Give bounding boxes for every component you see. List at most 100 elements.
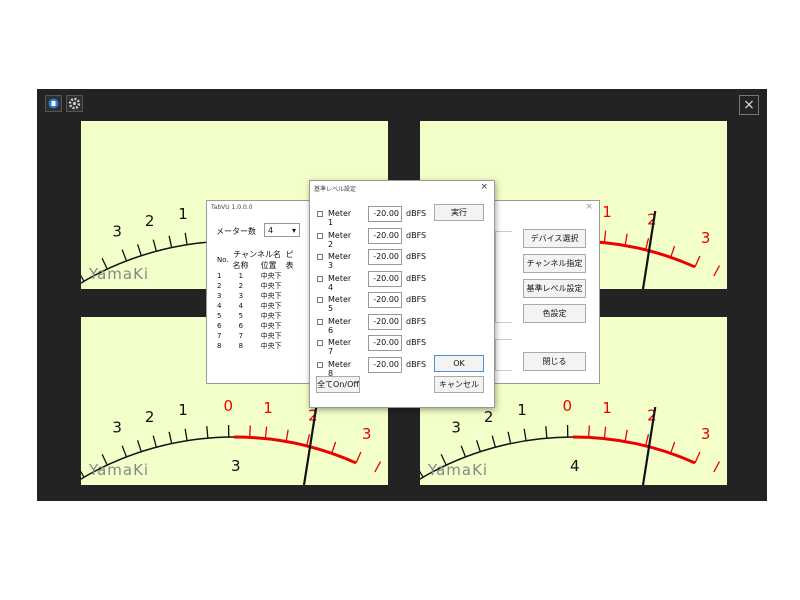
- scale-tick: [440, 453, 447, 466]
- reference-level-button[interactable]: 基準レベル設定: [523, 279, 586, 298]
- table-row[interactable]: 7 7 中央下: [215, 331, 296, 341]
- meter-checkbox[interactable]: [317, 297, 323, 303]
- window-close-icon[interactable]: ×: [585, 202, 593, 212]
- unit-label: dBFS: [406, 252, 427, 261]
- header-channel-name: チャンネル名: [233, 250, 281, 259]
- meter-checkbox[interactable]: [317, 340, 323, 346]
- meter-label: Meter 3: [328, 252, 352, 270]
- scale-label: 1: [602, 399, 612, 417]
- scale-arc: [81, 436, 235, 480]
- scale-arc: [81, 240, 235, 284]
- scale-tick: [101, 453, 108, 466]
- scale-tick: [249, 425, 251, 438]
- toggle-all-button[interactable]: 全てOn/Off: [316, 376, 360, 393]
- scale-tick: [460, 445, 467, 458]
- cell-no: 7: [217, 332, 222, 340]
- meter-checkbox[interactable]: [317, 361, 323, 368]
- home-icon: [48, 98, 59, 109]
- scale-label: 0: [224, 397, 234, 415]
- header-name: 名称: [232, 261, 249, 270]
- device-select-button[interactable]: デバイス選択: [523, 229, 586, 248]
- close-button[interactable]: 閉じる: [523, 352, 586, 371]
- scale-label: 1: [178, 401, 188, 419]
- meter-label: Meter 5: [328, 295, 352, 313]
- level-input[interactable]: -20.00: [368, 227, 402, 244]
- scale-label: 3: [701, 229, 711, 247]
- scale-tick: [81, 470, 85, 478]
- meter-checkbox[interactable]: [317, 211, 323, 217]
- level-input[interactable]: -20.00: [368, 292, 402, 308]
- channel-assign-button[interactable]: チャンネル指定: [523, 254, 586, 273]
- app-close-button[interactable]: ×: [739, 95, 759, 115]
- cell-pos: 中央下: [260, 332, 282, 340]
- scale-tick: [713, 461, 721, 473]
- group-frame: [495, 339, 512, 371]
- meter-checkbox[interactable]: [317, 254, 323, 260]
- scale-label: 1: [263, 399, 273, 417]
- scale-tick: [152, 435, 157, 448]
- cell-name: 5: [238, 312, 244, 320]
- meter-checkbox[interactable]: [317, 318, 323, 325]
- level-input[interactable]: -20.00: [368, 249, 402, 265]
- scale-tick: [136, 440, 142, 452]
- scale-tick: [507, 431, 512, 444]
- meter-channel-label: 4: [570, 457, 580, 475]
- meter-checkbox[interactable]: [317, 232, 323, 239]
- scale-label: 3: [451, 419, 461, 437]
- scale-tick: [523, 428, 527, 441]
- cell-name: 1: [238, 272, 244, 280]
- scale-label: 0: [563, 397, 573, 415]
- settings-button[interactable]: [66, 95, 83, 112]
- cell-pos: 中央下: [260, 292, 282, 300]
- scale-label: 1: [178, 205, 188, 223]
- chevron-down-icon: ▾: [291, 226, 296, 235]
- meter-label: Meter 1: [328, 209, 352, 227]
- scale-tick: [305, 434, 311, 447]
- header-no: No.: [217, 256, 229, 264]
- cancel-button[interactable]: キャンセル: [434, 376, 484, 393]
- dialog-close-icon[interactable]: ×: [480, 182, 488, 192]
- gear-icon: [68, 97, 81, 110]
- execute-button[interactable]: 実行: [434, 204, 484, 221]
- meter-needle: [641, 406, 657, 485]
- unit-label: dBFS: [406, 338, 427, 347]
- dialog-title: 基準レベル設定: [314, 186, 357, 193]
- header-position: 位置: [260, 261, 277, 270]
- cell-pos: 中央下: [260, 342, 282, 350]
- scale-tick: [644, 238, 650, 251]
- meter-count-select[interactable]: 4▾: [264, 223, 300, 237]
- meter-count-label: メーター数: [216, 227, 256, 236]
- level-input[interactable]: -20.00: [368, 313, 402, 330]
- scale-label: 1: [602, 203, 612, 221]
- level-input[interactable]: -20.00: [368, 356, 402, 373]
- scale-tick: [713, 265, 721, 277]
- meter-label: Meter 4: [328, 273, 352, 292]
- level-input[interactable]: -20.00: [368, 206, 402, 222]
- scale-tick: [491, 435, 496, 448]
- home-button[interactable]: [45, 95, 62, 112]
- scale-tick: [206, 426, 209, 439]
- unit-label: dBFS: [406, 295, 427, 304]
- meter-checkbox[interactable]: [317, 275, 323, 282]
- scale-label: 3: [112, 419, 122, 437]
- cell-name: 7: [238, 332, 244, 340]
- scale-red-arc: [572, 435, 696, 465]
- cell-name: 8: [238, 342, 244, 350]
- cell-pos: 中央下: [260, 272, 282, 280]
- level-input[interactable]: -20.00: [368, 270, 402, 287]
- scale-red-arc: [233, 435, 357, 465]
- scale-tick: [285, 429, 289, 442]
- level-input[interactable]: -20.00: [368, 335, 402, 351]
- color-settings-button[interactable]: 色設定: [523, 304, 586, 323]
- scale-label: 1: [517, 401, 527, 419]
- scale-label: 2: [145, 408, 155, 426]
- ok-button[interactable]: OK: [434, 355, 484, 372]
